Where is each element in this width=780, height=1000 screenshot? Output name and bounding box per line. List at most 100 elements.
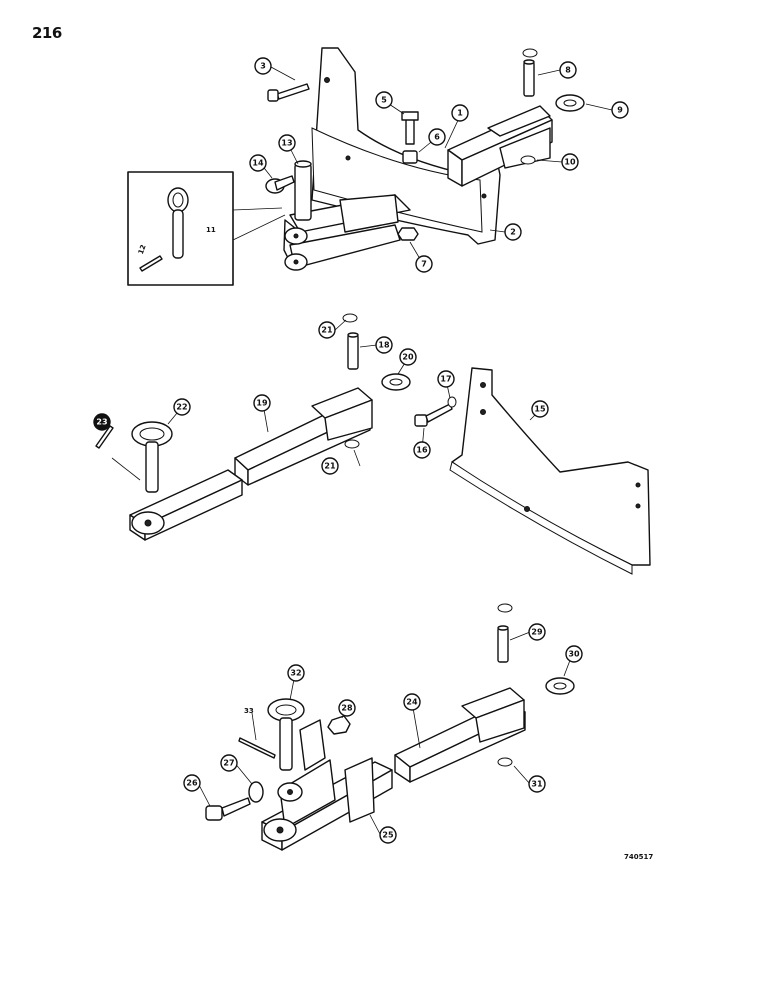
svg-text:8: 8 <box>565 66 571 75</box>
callout-3: 3 <box>254 57 272 75</box>
drawbar-extension <box>129 469 243 541</box>
callouts: 1 2 3 5 6 7 8 9 10 11 12 13 14 15 16 17 … <box>93 57 629 844</box>
pin-18 <box>347 332 359 370</box>
svg-text:26: 26 <box>186 779 198 788</box>
callout-25: 25 <box>379 826 397 844</box>
svg-text:30: 30 <box>568 650 580 659</box>
callout-31: 31 <box>528 775 546 793</box>
callout-9: 9 <box>611 101 629 119</box>
callout-1: 1 <box>451 104 469 122</box>
hitch-pin-22 <box>131 421 173 493</box>
callout-18: 18 <box>375 336 393 354</box>
callout-28: 28 <box>338 699 356 717</box>
retaining-ring-21-top <box>342 313 358 323</box>
inset-box <box>127 171 286 286</box>
drawbar-support-assembly <box>127 47 585 286</box>
svg-text:15: 15 <box>534 405 546 414</box>
callout-21-top: 21 <box>318 321 336 339</box>
bolt-5 <box>401 111 419 145</box>
callout-30: 30 <box>565 645 583 663</box>
hitch-pin-32 <box>267 698 305 771</box>
washer-27 <box>248 781 264 803</box>
svg-text:32: 32 <box>290 669 301 678</box>
svg-text:27: 27 <box>223 759 234 768</box>
washer-20 <box>381 373 411 391</box>
svg-text:22: 22 <box>176 403 187 412</box>
drawbar-bracket-15 <box>449 367 651 575</box>
callout-5: 5 <box>375 91 393 109</box>
svg-text:6: 6 <box>434 133 440 142</box>
washer-30 <box>545 677 575 695</box>
cotter-pin-12 <box>139 255 163 272</box>
bolt-16 <box>414 403 453 427</box>
drawbar-clevis-end <box>283 194 411 271</box>
bolt-3 <box>267 83 310 102</box>
callout-2: 2 <box>504 223 522 241</box>
lock-pin-11 <box>167 187 189 259</box>
svg-text:23: 23 <box>96 418 107 427</box>
svg-text:28: 28 <box>341 704 353 713</box>
svg-text:14: 14 <box>252 159 264 168</box>
svg-text:29: 29 <box>531 628 543 637</box>
svg-text:16: 16 <box>416 446 428 455</box>
callout-21-bottom: 21 <box>321 457 339 475</box>
callout-20: 20 <box>399 348 417 366</box>
callout-22: 22 <box>173 398 191 416</box>
callout-17: 17 <box>437 370 455 388</box>
drawbar-pin-13 <box>294 160 312 221</box>
svg-text:10: 10 <box>564 158 576 167</box>
callout-8: 8 <box>559 61 577 79</box>
callout-32: 32 <box>287 664 305 682</box>
svg-text:21: 21 <box>324 462 336 471</box>
retaining-ring-31-bottom <box>497 757 513 767</box>
callout-14: 14 <box>249 154 267 172</box>
swinging-drawbar-assembly <box>94 313 651 575</box>
svg-text:3: 3 <box>260 62 266 71</box>
bolt-26 <box>205 797 251 821</box>
svg-text:24: 24 <box>406 698 418 707</box>
clevis-drawbar-assembly <box>205 603 575 851</box>
svg-text:13: 13 <box>281 139 292 148</box>
callout-26: 26 <box>183 774 201 792</box>
label-11: 11 <box>206 226 216 234</box>
callout-29: 29 <box>528 623 546 641</box>
svg-text:1: 1 <box>457 109 463 118</box>
callout-7: 7 <box>415 255 433 273</box>
drawbar-pin-8 <box>523 59 535 97</box>
callout-15: 15 <box>531 400 549 418</box>
svg-text:2: 2 <box>510 228 516 237</box>
callout-19: 19 <box>253 394 271 412</box>
svg-text:18: 18 <box>378 341 390 350</box>
clevis-25 <box>261 719 393 851</box>
svg-text:19: 19 <box>256 399 268 408</box>
svg-text:25: 25 <box>382 831 394 840</box>
lynch-pin-33 <box>238 737 276 759</box>
callout-24: 24 <box>403 693 421 711</box>
callout-16: 16 <box>413 441 431 459</box>
svg-text:5: 5 <box>381 96 387 105</box>
drawbar-top <box>447 105 553 187</box>
drawbar-19 <box>234 387 373 486</box>
svg-text:7: 7 <box>421 260 427 269</box>
washer-9 <box>555 94 585 112</box>
figure-id: 740517 <box>624 853 654 861</box>
pin-29 <box>497 625 509 663</box>
lockwasher-17 <box>447 396 457 408</box>
page-number: 216 <box>32 24 62 42</box>
svg-text:9: 9 <box>617 106 623 115</box>
retaining-ring-10 <box>520 155 536 165</box>
svg-text:20: 20 <box>402 353 414 362</box>
label-33: 33 <box>244 707 254 715</box>
callout-13: 13 <box>278 134 296 152</box>
retaining-ring-top <box>522 48 538 58</box>
svg-text:17: 17 <box>440 375 451 384</box>
bushing-6 <box>402 150 418 164</box>
svg-text:21: 21 <box>321 326 333 335</box>
drawbar-24 <box>394 687 526 783</box>
callout-10: 10 <box>561 153 579 171</box>
svg-text:31: 31 <box>531 780 543 789</box>
callout-27: 27 <box>220 754 238 772</box>
nut-28 <box>327 715 351 735</box>
retaining-ring-21-bottom <box>344 439 360 449</box>
